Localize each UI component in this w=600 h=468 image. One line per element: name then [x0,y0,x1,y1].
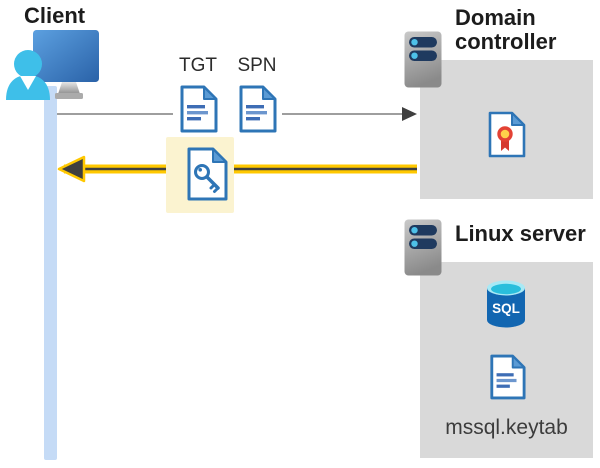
linux-server-label: Linux server [455,221,586,246]
tgt-document-icon [180,85,218,133]
monitor-icon [33,30,99,99]
linux-server-icon [404,219,442,276]
spn-document-icon [239,85,277,133]
tgt-label: TGT [179,55,217,76]
person-icon [6,50,50,100]
keytab-filename-label: mssql.keytab [445,416,568,439]
keytab-document-icon [490,354,526,400]
spn-label: SPN [237,55,277,76]
sql-database-icon: SQL [487,280,525,328]
certificate-icon [488,111,526,158]
client-workstation-icon [6,30,99,100]
domain-controller-label: Domain controller [455,5,557,54]
domain-controller-server-icon [404,31,442,88]
client-lifeline [44,86,57,460]
response-arrow [57,155,417,183]
key-document-icon [187,147,228,201]
sql-badge-text: SQL [492,301,520,316]
client-label: Client [24,3,86,28]
